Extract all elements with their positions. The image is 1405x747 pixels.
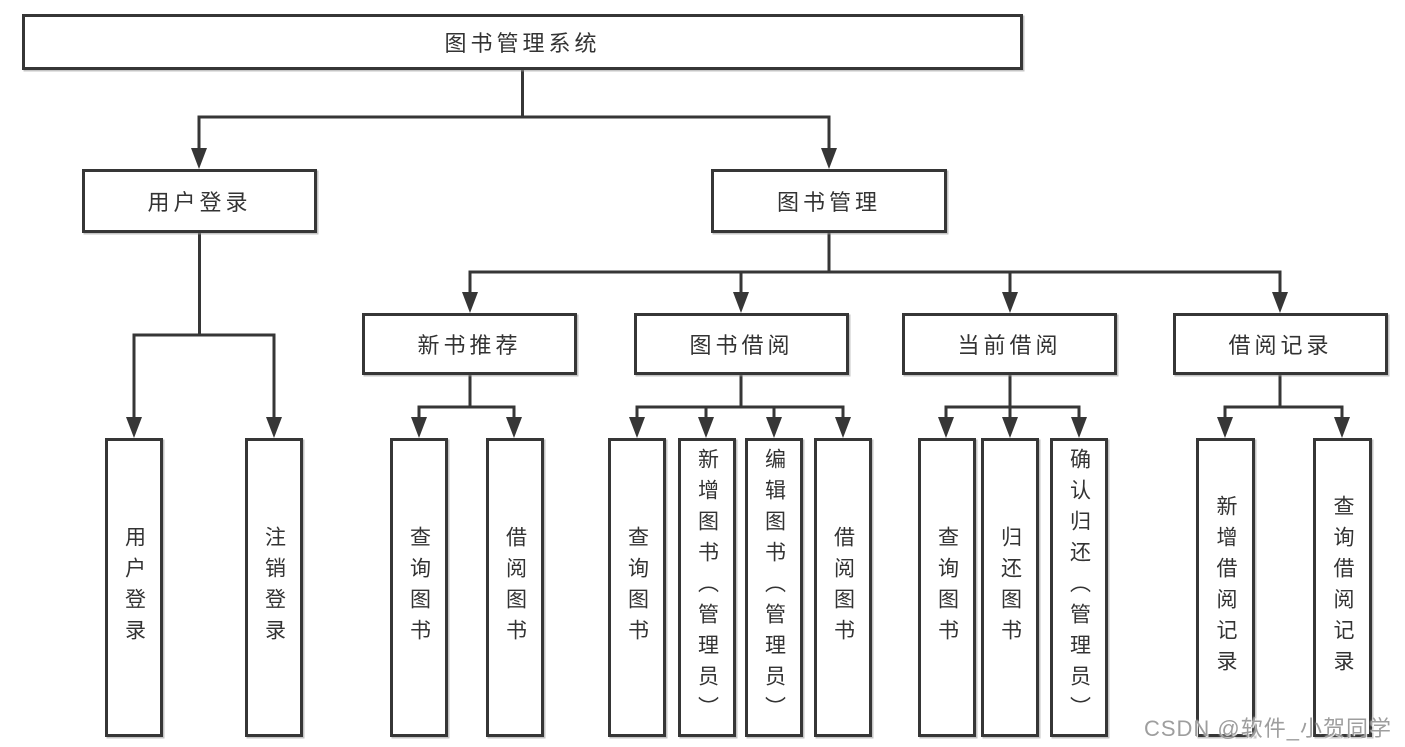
node-label: 当前借阅 [957,333,1062,358]
node-label: 图书借阅 [689,333,794,358]
leaf-query-books-recommend: 查询图书 [390,438,448,737]
leaf-user-login: 用户登录 [105,438,163,737]
leaf-borrow-books-borrowing: 借阅图书 [814,438,872,737]
leaf-edit-book-admin: 编辑图书（管理员） [745,438,803,737]
leaf-confirm-return-admin: 确认归还（管理员） [1050,438,1108,737]
node-label: 新书推荐 [417,333,522,358]
leaf-label: 查询借阅记录 [1331,494,1354,681]
node-borrowing-records: 借阅记录 [1173,313,1388,375]
leaf-add-book-admin: 新增图书（管理员） [678,438,736,737]
leaf-label: 查询图书 [625,525,649,650]
leaf-label: 借阅图书 [503,525,527,650]
arrowheads [126,148,1350,438]
node-library-management-system: 图书管理系统 [22,14,1023,70]
leaf-return-books: 归还图书 [981,438,1039,737]
leaf-borrow-books-recommend: 借阅图书 [486,438,544,737]
leaf-label: 归还图书 [998,525,1022,650]
leaf-label: 确认归还（管理员） [1067,448,1091,727]
node-user-login: 用户登录 [82,169,317,233]
connector-path [132,70,1344,421]
leaf-label: 查询图书 [407,525,431,650]
node-label: 图书管理系统 [444,31,601,56]
leaf-query-borrow-record: 查询借阅记录 [1313,438,1372,737]
leaf-label: 注销登录 [262,525,286,650]
node-book-management: 图书管理 [711,169,947,233]
leaf-label: 借阅图书 [831,525,855,650]
node-current-borrowing: 当前借阅 [902,313,1117,375]
leaf-label: 编辑图书（管理员） [762,448,786,727]
leaf-query-books-borrowing: 查询图书 [608,438,666,737]
node-label: 图书管理 [776,190,881,215]
leaf-add-borrow-record: 新增借阅记录 [1196,438,1255,737]
leaf-label: 用户登录 [122,525,146,650]
node-book-borrowing: 图书借阅 [634,313,849,375]
node-new-book-recommendation: 新书推荐 [362,313,577,375]
leaf-query-books-current: 查询图书 [918,438,976,737]
leaf-label: 新增借阅记录 [1214,494,1237,681]
leaf-logout: 注销登录 [245,438,303,737]
node-label: 用户登录 [147,190,252,215]
node-label: 借阅记录 [1228,333,1333,358]
leaf-label: 查询图书 [935,525,959,650]
leaf-label: 新增图书（管理员） [695,448,719,727]
watermark: CSDN @软件_小贺同学 [1143,716,1392,741]
